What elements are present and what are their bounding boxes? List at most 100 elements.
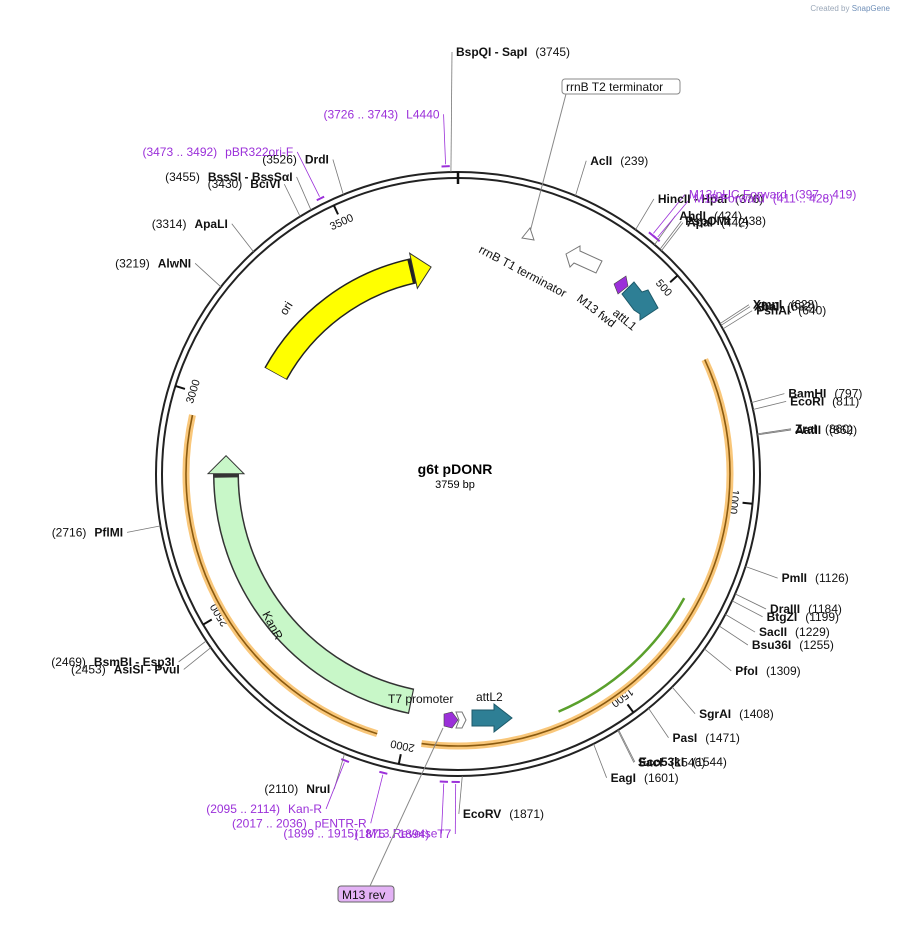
enzyme-site-label: BspQI - SapI(3745): [456, 45, 570, 59]
primer-mark: [652, 235, 661, 242]
tick-mark: [626, 703, 635, 714]
enzyme-site-label: AclI(239): [590, 154, 648, 168]
enzyme-leader: [731, 600, 763, 618]
enzyme-name: XbaI: [754, 300, 779, 314]
snapgene-credit: Created by SnapGene: [810, 4, 890, 13]
enzyme-site-label: (3430)BciVI: [208, 177, 281, 191]
enzyme-site-label: (3219)AlwNI: [115, 256, 191, 270]
enzyme-leader: [725, 614, 756, 633]
enzyme-site-label: DraIII(1184): [770, 602, 842, 616]
primer-label: (2017 .. 2036) pENTR-R: [232, 816, 367, 830]
primer-range: (397 .. 419): [795, 188, 856, 202]
enzyme-name: BtgZI: [767, 610, 798, 624]
enzyme-position: (438): [738, 214, 766, 228]
enzyme-position: (2469): [51, 655, 86, 669]
enzyme-leader: [745, 566, 778, 579]
enzyme-name: BspQI - SapI: [456, 45, 527, 59]
enzyme-leader: [450, 51, 453, 173]
enzyme-site-label: AhdI(424): [679, 209, 742, 223]
enzyme-position: (1126): [815, 571, 849, 585]
kanr-arrowhead: [206, 455, 246, 475]
rrnb-t1-label: rrnB T1 terminator: [477, 242, 569, 300]
enzyme-leader: [752, 401, 787, 410]
enzyme-position: (1546): [671, 756, 706, 770]
enzyme-name: NruI: [306, 782, 330, 796]
enzyme-position: (640): [798, 304, 826, 318]
enzyme-name: ApaI: [687, 216, 713, 230]
primer-name: M13/pUC Forward: [689, 188, 787, 202]
enzyme-leader: [719, 304, 750, 324]
enzyme-leader: [178, 640, 207, 663]
primer-name: M13 Reverse: [366, 827, 438, 841]
enzyme-site-label: (3526)DrdI: [262, 152, 329, 166]
attl2-label: attL2: [476, 690, 503, 704]
enzyme-name: PmlI: [782, 571, 807, 585]
tick-label: 3500: [328, 212, 355, 233]
rrnb-t2-leader: [529, 93, 567, 233]
enzyme-site-label: (2469)BsmBI - Esp3I: [51, 655, 174, 669]
enzyme-leader: [659, 220, 682, 250]
rrnb-t2-box: rrnB T2 terminator: [561, 78, 681, 95]
enzyme-leader: [757, 429, 792, 436]
enzyme-leader: [617, 730, 635, 763]
enzyme-name: DraIII: [770, 602, 800, 616]
primer-range: (411 .. 428): [773, 192, 833, 206]
m13-fwd-label: M13 fwd: [574, 291, 618, 330]
tick-mark: [175, 384, 186, 390]
enzyme-name: XmnI: [753, 298, 782, 312]
primer-label: (2095 .. 2114)Kan-R: [206, 802, 322, 816]
orange-band-left-core: [185, 414, 378, 735]
primer-range: (1899 .. 1915): [283, 827, 358, 841]
enzyme-position: (3219): [115, 256, 150, 270]
enzyme-leader: [718, 625, 749, 646]
enzyme-name: SacII: [759, 625, 787, 639]
enzyme-name: AhdI: [679, 209, 706, 223]
enzyme-site-label: PasI(1471): [673, 731, 740, 745]
enzyme-name: EagI: [611, 771, 636, 785]
plasmid-name: g6t pDONR: [418, 461, 493, 477]
enzyme-leader: [648, 708, 669, 738]
enzyme-position: (3526): [262, 152, 297, 166]
enzyme-site-label: SacI(1546): [638, 756, 705, 770]
ori-arrow: [266, 260, 413, 379]
enzyme-site-label: XbaI(632): [754, 300, 815, 314]
enzyme-position: (2110): [264, 782, 298, 796]
enzyme-position: (811): [832, 394, 859, 408]
enzyme-name: PflMI: [94, 525, 123, 539]
enzyme-site-label: PmlI (1126): [782, 571, 849, 585]
ori-arrowhead: [408, 252, 432, 290]
enzyme-leader: [704, 648, 732, 672]
leader-lines: [126, 51, 792, 834]
enzyme-position: (3314): [152, 217, 187, 231]
enzyme-position: (1199): [805, 610, 839, 624]
enzyme-site-label: (2110) NruI: [264, 782, 330, 796]
orange-band-right-core: [421, 359, 731, 747]
t7-promoter-label: T7 promoter: [388, 692, 453, 706]
enzyme-leader: [126, 525, 161, 533]
orange-band-right: [421, 358, 734, 750]
enzyme-site-label: PspOMI(438): [685, 214, 766, 228]
primer-name: Kan-R: [288, 802, 322, 816]
tick-mark: [397, 754, 402, 765]
enzyme-name: SgrAI: [699, 707, 731, 721]
primer-range: (3726 .. 3743): [323, 107, 398, 121]
enzyme-name: AsiSI - PvuI: [114, 662, 180, 676]
primer-leader: [296, 151, 320, 197]
primer-name: pBR322ori-F: [225, 145, 293, 159]
enzyme-site-label: BamHI(797): [788, 387, 862, 401]
enzyme-site-label: Bsu36I(1255): [752, 638, 834, 652]
attl2-arrow: [471, 702, 513, 734]
primer-range: (2017 .. 2036): [232, 816, 307, 830]
enzyme-name: BssSI - BssSαI: [208, 170, 293, 184]
enzyme-leader: [635, 198, 655, 230]
enzyme-position: (2453): [71, 662, 106, 676]
enzyme-site-label: SgrAI(1408): [699, 707, 774, 721]
enzyme-site-label: Eco53kI(1544): [639, 755, 727, 769]
ori-label: ori: [277, 299, 296, 318]
green-feature-arc: [558, 597, 686, 713]
primer-range: (3473 .. 3492): [142, 145, 217, 159]
enzyme-position: (860): [825, 422, 853, 436]
enzyme-position: (1255): [799, 638, 834, 652]
enzyme-leader: [458, 775, 463, 815]
primer-name: pENTR-R: [315, 816, 367, 830]
